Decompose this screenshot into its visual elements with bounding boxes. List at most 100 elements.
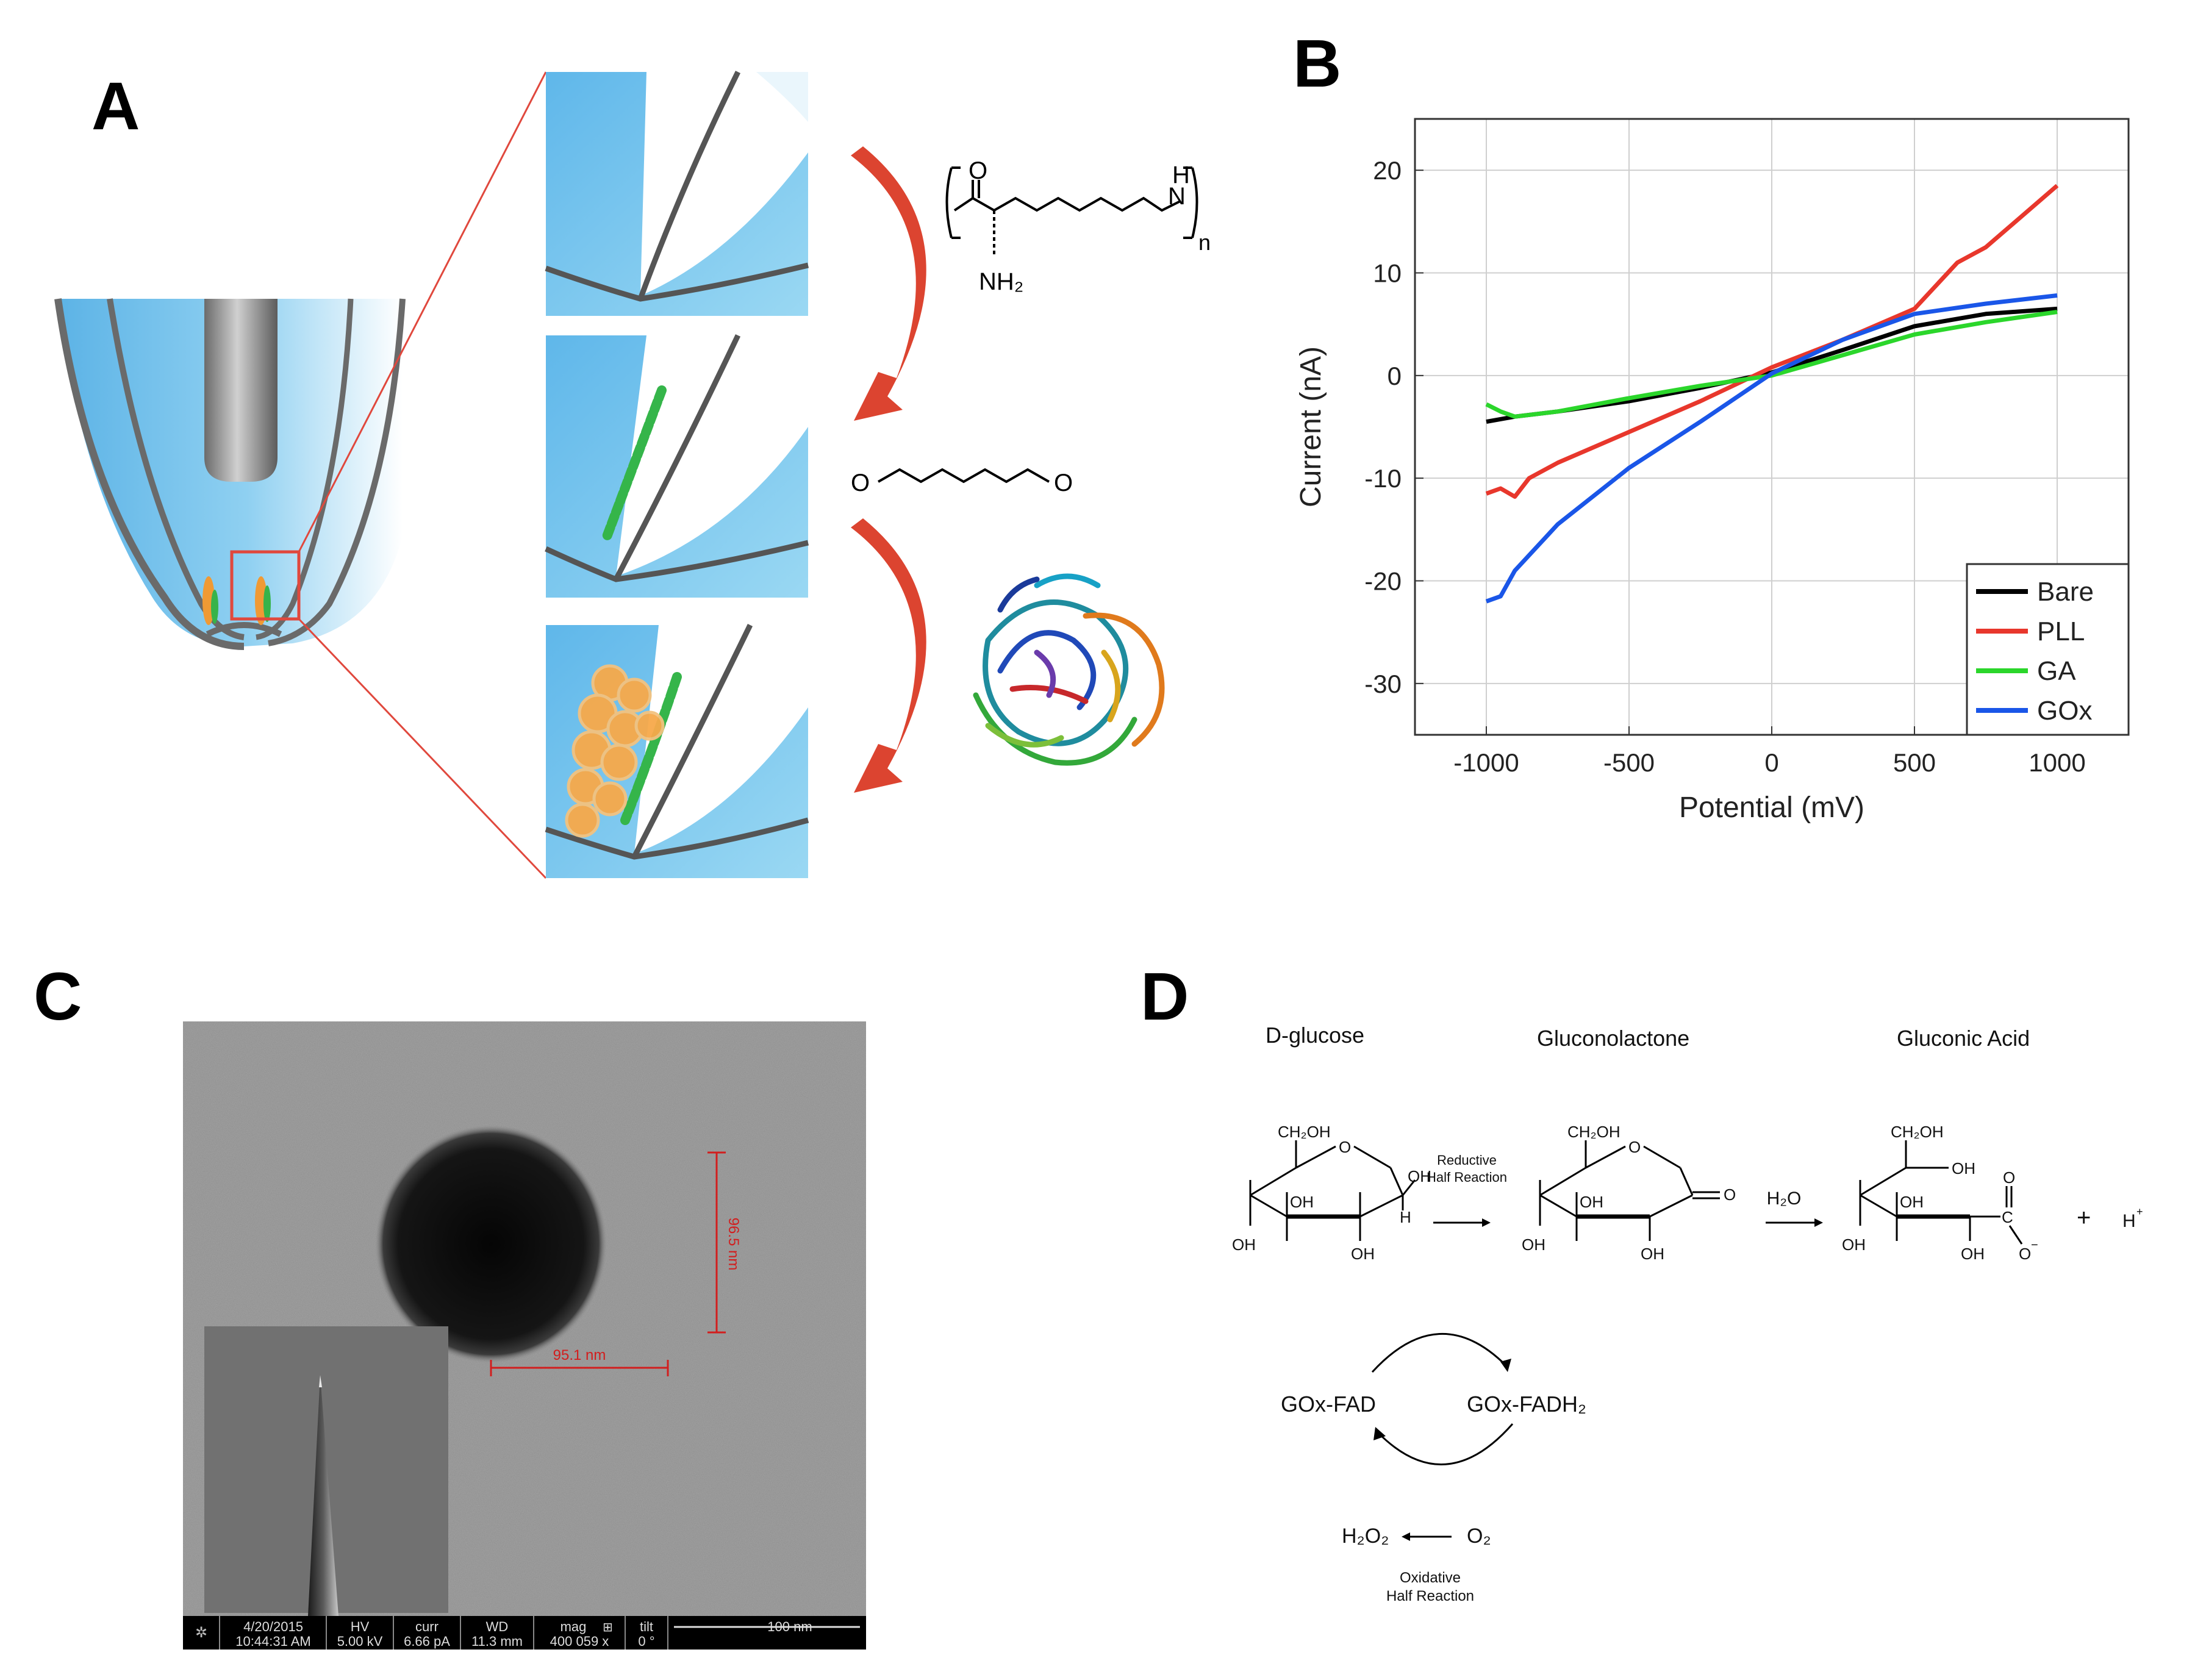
acid-oh-1: OH [1952,1159,1975,1178]
label-oxidative-2: Half Reaction [1386,1588,1474,1604]
acid-carboxyl-o: O [2003,1168,2015,1187]
lactone-ring-o: O [1628,1138,1641,1156]
lactone-oh-1: OH [1580,1193,1603,1211]
pll-repeat-n: n [1198,230,1211,255]
sem-inset-needle [204,1326,448,1616]
panel-a-label: A [91,69,140,144]
glucose-ch2oh: CH₂OH [1278,1123,1331,1141]
legend-label-ga: GA [2037,656,2076,686]
glucose-h: H [1400,1208,1411,1226]
panel-b-label: B [1293,26,1342,101]
label-d-glucose: D-glucose [1266,1023,1364,1048]
label-h2o2: H₂O₂ [1342,1525,1389,1548]
scale-label-vertical: 96.5 nm [725,1218,742,1271]
label-gluconic-acid: Gluconic Acid [1897,1026,2030,1051]
sem-mag-label: mag [560,1619,587,1634]
label-gox-fadh2: GOx-FADH₂ [1467,1392,1586,1417]
step-arrows [851,146,926,793]
sem-date: 4/20/2015 [243,1619,303,1634]
zoom-frame-pll [545,334,809,598]
pll-nitrogen: N [1168,183,1186,210]
sem-mag-value: 400 059 x [550,1634,609,1649]
legend-label-bare: Bare [2037,577,2094,607]
series-line-ga [1485,310,2058,419]
sem-curr-label: curr [415,1619,439,1634]
x-axis-title: Potential (mV) [1679,792,1864,824]
scale-label-horizontal: 95.1 nm [553,1347,606,1364]
x-tick-label: 500 [1893,748,1936,777]
pll-hydrogen: H [1172,162,1190,188]
gluconolactone-ring [1539,1140,1720,1241]
ga-oxygen-left: O [851,470,870,496]
plus-sign: + [2077,1204,2091,1231]
ga-oxygen-right: O [1054,470,1073,496]
label-gox-fad: GOx-FAD [1281,1392,1376,1417]
sem-scale-bar-label: 100 nm [767,1619,812,1634]
sem-hv-value: 5.00 kV [337,1634,383,1649]
gluconic-acid-structure [1859,1140,2023,1245]
y-tick-label: -10 [1364,464,1402,493]
legend-label-pll: PLL [2037,617,2085,646]
glucose-oh-1: OH [1408,1167,1431,1185]
glucose-oh-3: OH [1232,1235,1256,1254]
sem-info-bar: ✲ 4/20/2015 10:44:31 AM HV 5.00 kV curr … [183,1616,866,1650]
y-tick-label: 20 [1373,156,1402,185]
proton-charge: + [2136,1206,2143,1218]
cycle-arrow-bottom [1377,1423,1514,1465]
y-tick-label: -20 [1364,567,1402,596]
glucose-oh-2: OH [1290,1193,1314,1211]
x-tick-label: -1000 [1453,748,1519,777]
zoom-frame-gox [545,624,809,878]
label-reductive-2: Half Reaction [1427,1170,1507,1185]
iv-curve-chart: -1000 -500 0 500 1000 20 10 0 -10 -20 -30 Potentia… [1295,118,2130,824]
x-tick-label: 1000 [2029,748,2085,777]
tip-coating-left [202,576,218,625]
glucose-oxidation-scheme: D-glucose Gluconolactone Gluconic Acid C… [1232,1023,2143,1604]
glucose-ring-o: O [1339,1138,1351,1156]
label-reductive-1: Reductive [1437,1153,1497,1168]
nanoparticle-blob [375,1125,607,1363]
glucose-oh-4: OH [1351,1245,1375,1263]
acid-oh-3: OH [1842,1235,1866,1254]
pll-amine: NH₂ [979,268,1023,295]
lactone-carbonyl-o: O [1724,1185,1736,1204]
acid-oh-2: OH [1900,1193,1924,1211]
y-tick-label: 10 [1373,259,1402,288]
proton-h: H [2122,1211,2136,1231]
sem-curr-value: 6.66 pA [404,1634,450,1649]
y-tick-label: 0 [1388,362,1402,390]
acid-ch2oh: CH₂OH [1891,1123,1944,1141]
y-tick-label: -30 [1364,670,1402,698]
lactone-ch2oh: CH₂OH [1567,1123,1620,1141]
panel-a-figure: O NH₂ N H n O O [54,71,1211,879]
panel-c-label: C [34,959,82,1034]
y-axis-title: Current (nA) [1295,346,1327,507]
pll-oxygen: O [969,157,987,184]
acid-oh-4: OH [1961,1245,1985,1263]
lactone-oh-2: OH [1522,1235,1545,1254]
zoom-region-box [230,550,301,621]
mag-grid-icon: ⊞ [603,1621,613,1634]
acid-negative-charge: − [2031,1239,2038,1252]
acid-carboxylate-o: O [2019,1245,2031,1263]
x-tick-label: 0 [1764,748,1778,777]
acid-carboxyl-c: C [2002,1208,2013,1226]
pipette-tip-illustration [54,71,547,879]
lactone-oh-3: OH [1641,1245,1664,1263]
glutaraldehyde-structure [878,468,1050,484]
glucose-oxidase-structure [973,573,1165,766]
series-line-pll [1485,184,2059,499]
tip-coating-right [255,576,271,625]
sem-tilt-value: 0 ° [638,1634,654,1649]
label-water: H₂O [1767,1189,1802,1209]
sem-tilt-label: tilt [640,1619,653,1634]
sem-wd-label: WD [486,1619,509,1634]
sem-time: 10:44:31 AM [235,1634,311,1649]
chart-series [1485,184,2059,604]
fei-logo-icon: ✲ [195,1625,207,1641]
x-tick-label: -500 [1603,748,1655,777]
sem-micrograph: 96.5 nm 95.1 nm ✲ 4/20/2015 10:44:31 AM … [183,1021,866,1650]
panel-d-label: D [1141,959,1189,1034]
label-gluconolactone: Gluconolactone [1537,1026,1689,1051]
